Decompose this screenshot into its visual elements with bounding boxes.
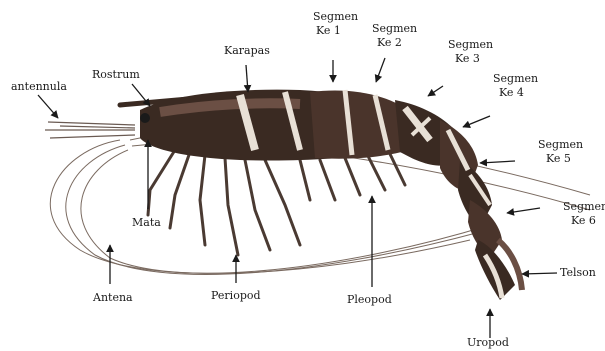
shrimp-body bbox=[120, 90, 522, 300]
label-mata: Mata bbox=[132, 216, 161, 229]
label-uropod: Uropod bbox=[467, 336, 509, 349]
label-segmen-3: Segmen bbox=[448, 38, 493, 51]
label-rostrum: Rostrum bbox=[92, 68, 140, 81]
label-pleopod: Pleopod bbox=[347, 293, 392, 306]
label-segmen-6: Segmen bbox=[563, 200, 605, 213]
label-segmen-4-sub: Ke 4 bbox=[499, 86, 524, 99]
label-segmen-5-sub: Ke 5 bbox=[546, 152, 571, 165]
pleopod-legs bbox=[300, 154, 405, 200]
label-telson: Telson bbox=[560, 266, 596, 279]
label-segmen-6-sub: Ke 6 bbox=[571, 214, 596, 227]
periopod-legs bbox=[148, 150, 300, 255]
label-periopod: Periopod bbox=[211, 289, 261, 302]
label-segmen-5: Segmen bbox=[538, 138, 583, 151]
label-antena: Antena bbox=[92, 291, 133, 304]
label-segmen-1-sub: Ke 1 bbox=[316, 24, 341, 37]
label-karapas: Karapas bbox=[224, 44, 270, 57]
label-segmen-2: Segmen bbox=[372, 22, 417, 35]
antennula-filaments bbox=[45, 122, 135, 138]
label-segmen-4: Segmen bbox=[493, 72, 538, 85]
label-segmen-2-sub: Ke 2 bbox=[377, 36, 402, 49]
label-segmen-1: Segmen bbox=[313, 10, 358, 23]
labels: antennula Rostrum Karapas Segmen Ke 1 Se… bbox=[11, 10, 605, 349]
label-segmen-3-sub: Ke 3 bbox=[455, 52, 480, 65]
label-antennula: antennula bbox=[11, 80, 67, 93]
